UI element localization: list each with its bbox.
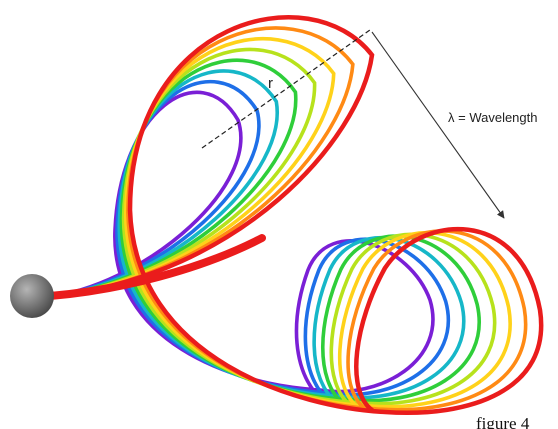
source-ball [10, 274, 54, 318]
radius-line [201, 29, 371, 149]
figure-caption: figure 4 [476, 414, 530, 429]
radius-label: r [268, 75, 273, 92]
rainbow-loops [46, 14, 544, 415]
helix-loop-8 [52, 14, 544, 415]
wavelength-arrow [371, 31, 505, 219]
wavelength-label: λ = Wavelength [448, 110, 537, 125]
helix-tail [46, 234, 266, 300]
